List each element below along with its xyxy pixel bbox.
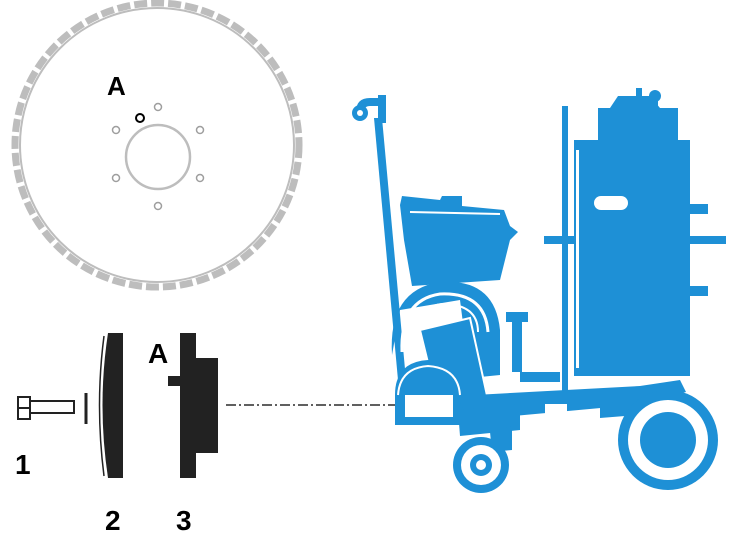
hub-housing (395, 360, 464, 425)
flange-marker: A (148, 338, 168, 369)
chassis (456, 380, 686, 452)
arbor-hole (124, 123, 192, 191)
blade-rim (11, 0, 303, 291)
water-tank (544, 88, 726, 402)
outer-flange-body (102, 333, 123, 478)
inner-flange-icon (168, 333, 218, 478)
bolt-shank (29, 400, 75, 414)
bolt-hole (111, 173, 121, 183)
bolt-hole (153, 201, 163, 211)
inner-flange-number: 3 (176, 505, 192, 536)
bolt-hole (195, 125, 205, 135)
outer-flange-edge (98, 335, 105, 477)
blade-hole-marker: A (107, 71, 126, 101)
bolt-hole (111, 125, 121, 135)
depth-lever (506, 312, 560, 382)
blade-inner-edge (19, 7, 295, 283)
bolt-hole (153, 102, 163, 112)
engine-box (400, 196, 518, 286)
bolt-hole-ring (111, 102, 205, 211)
bolt-number: 1 (15, 449, 31, 480)
hex-bolt-icon (17, 393, 88, 424)
pin-hole-a (135, 113, 145, 123)
front-wheel (453, 437, 509, 493)
outer-flange-icon (98, 333, 123, 478)
rear-wheel (618, 390, 718, 490)
saw-blade-icon: A (11, 0, 303, 291)
floor-saw-machine-icon (352, 88, 726, 493)
push-handle (352, 95, 406, 380)
outer-flange-number: 2 (105, 505, 121, 536)
bolt-hole (195, 173, 205, 183)
inner-flange-body (168, 333, 218, 478)
